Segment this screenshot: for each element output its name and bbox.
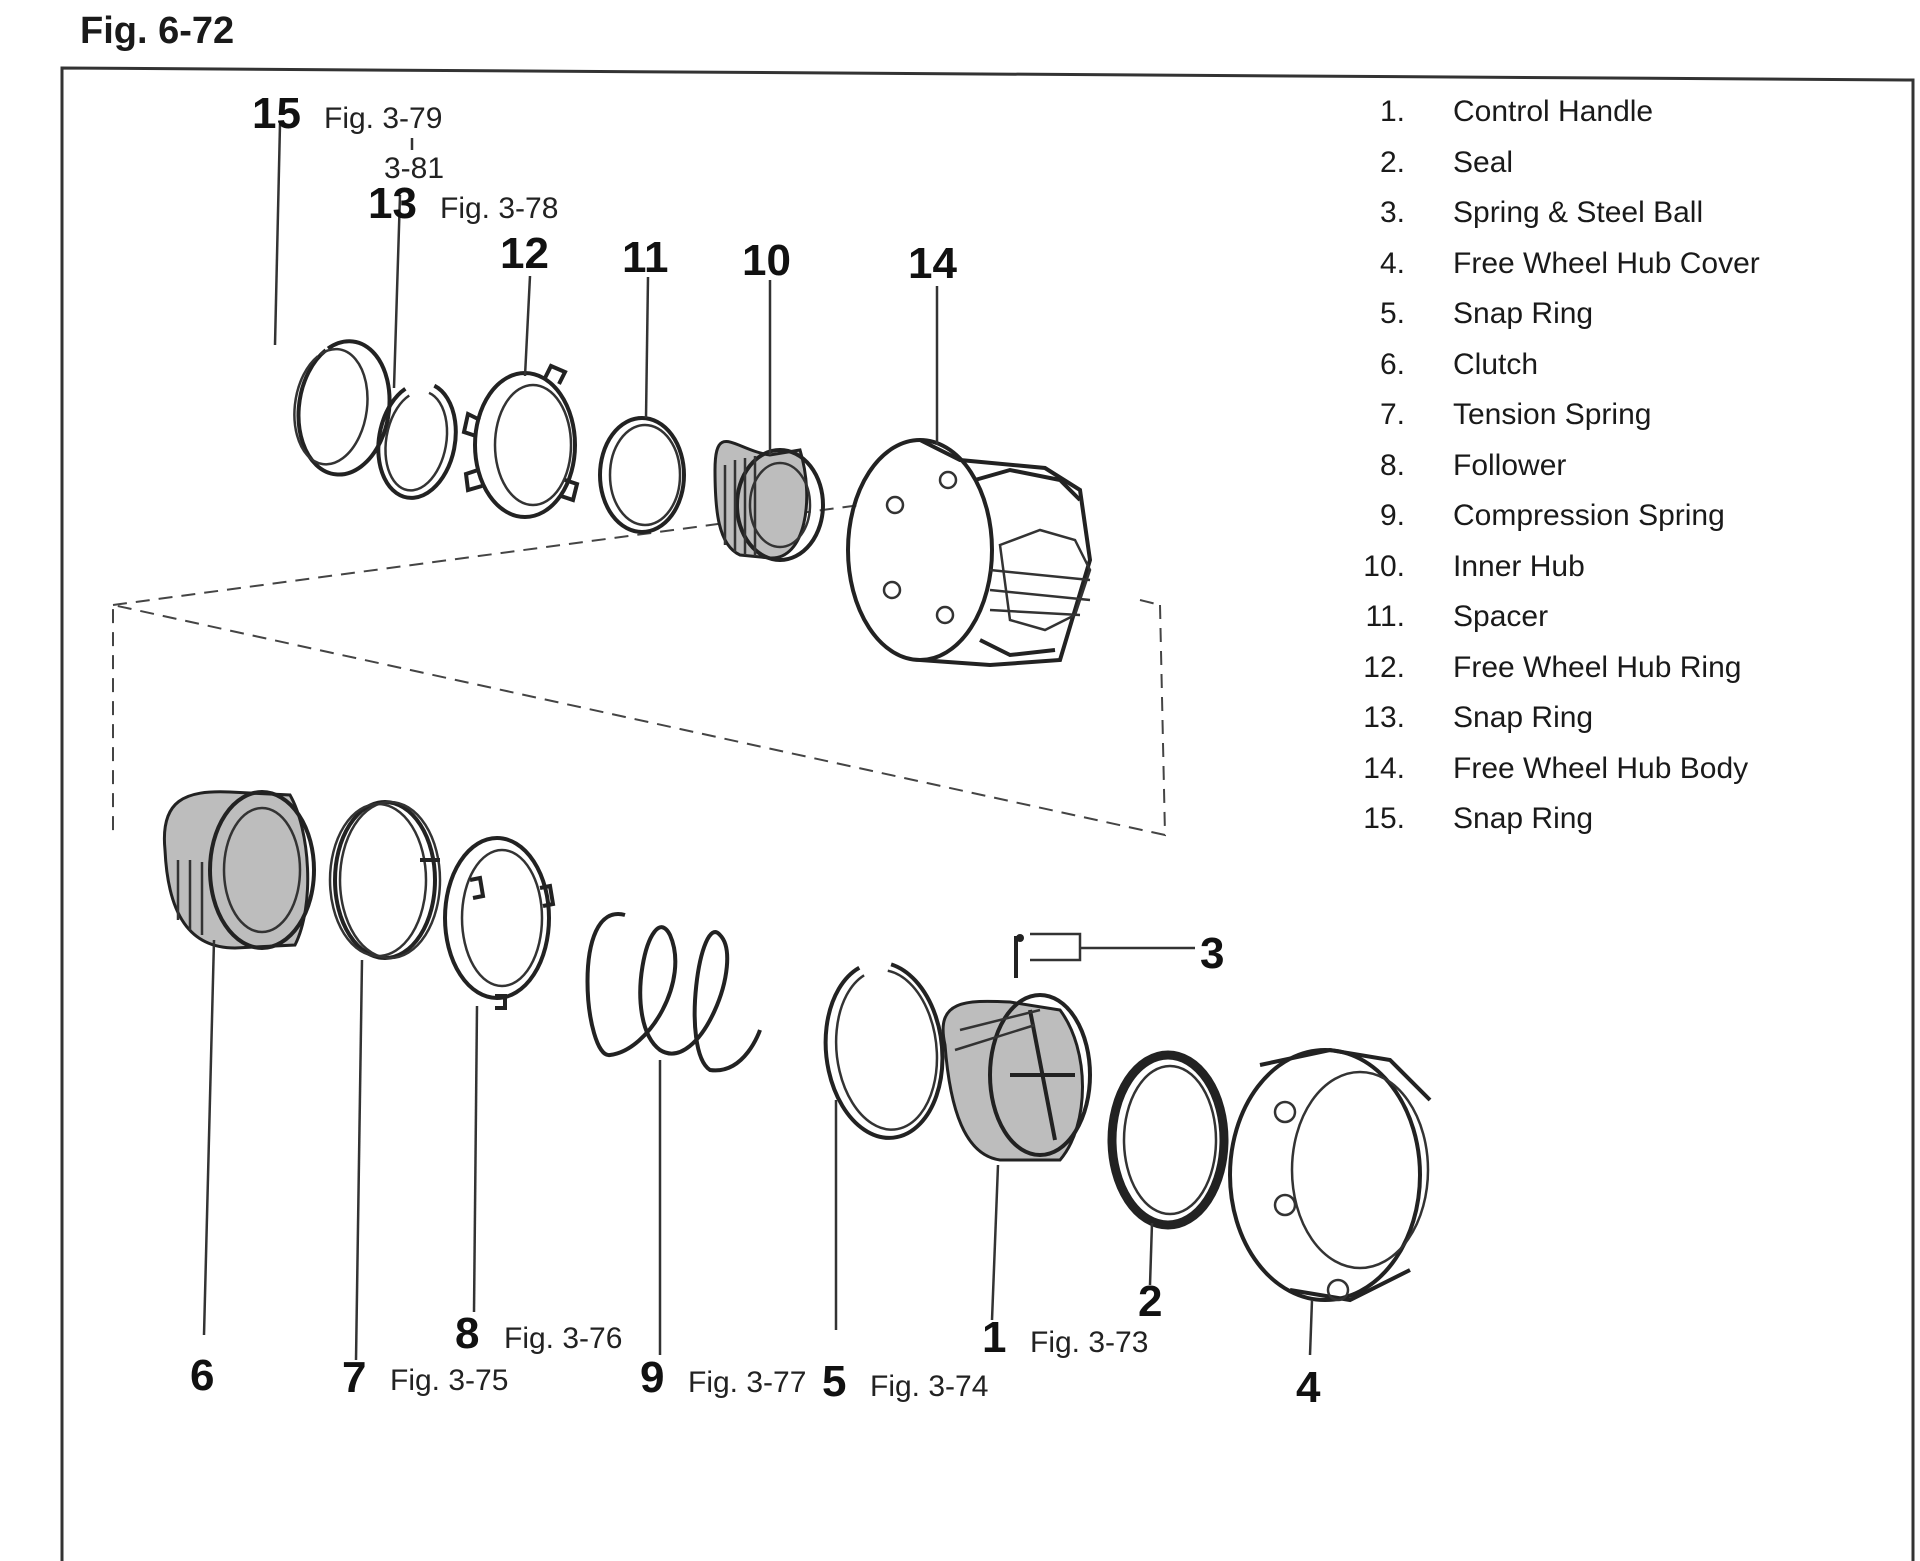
legend-item-number: 4. (1379, 246, 1405, 280)
legend-item: 3. Spring & Steel Ball (1345, 196, 1885, 247)
legend-item-name: Snap Ring (1453, 297, 1594, 330)
legend-item-name: Snap Ring (1453, 802, 1594, 835)
legend-item: 4. Free Wheel Hub Cover (1345, 247, 1885, 298)
legend-item-number: 13. (1363, 701, 1405, 734)
callout-3-number: 3 (1200, 929, 1224, 978)
compression-spring-part (585, 912, 762, 1073)
legend-item: 9. Compression Spring (1345, 499, 1885, 550)
legend-item: 15. Snap Ring (1345, 802, 1885, 853)
callout-15-ref: Fig. 3-79 (324, 102, 442, 135)
figure-frame (60, 66, 1915, 1561)
free-wheel-hub-ring-part (461, 363, 580, 519)
legend-item-number: 9. (1379, 499, 1405, 532)
legend-item: 6. Clutch (1345, 348, 1885, 399)
callout-12-number: 12 (500, 229, 549, 278)
callout-5-ref: Fig. 3-74 (870, 1370, 988, 1403)
callout-8-number: 8 (455, 1309, 479, 1358)
legend-item-number: 5. (1379, 297, 1405, 330)
legend-item-name: Free Wheel Hub Body (1453, 751, 1749, 785)
snap-ring-15-part (293, 339, 392, 477)
legend-item-name: Clutch (1453, 347, 1539, 381)
callout-7-ref: Fig. 3-75 (390, 1364, 508, 1397)
seal-part (1107, 1050, 1229, 1230)
callout-1-ref: Fig. 3-73 (1030, 1326, 1148, 1359)
legend-item-name: Free Wheel Hub Cover (1453, 246, 1760, 280)
legend-item: 11. Spacer (1345, 600, 1885, 651)
legend-item: 1. Control Handle (1345, 95, 1885, 146)
legend-item-number: 6. (1379, 347, 1405, 381)
legend-item: 8. Follower (1345, 449, 1885, 500)
legend-item-number: 1. (1379, 95, 1405, 128)
legend-item-number: 8. (1379, 448, 1405, 482)
legend-item-name: Spring & Steel Ball (1453, 196, 1704, 229)
legend-item-number: 11. (1365, 600, 1405, 633)
follower-part (443, 836, 556, 1010)
control-handle-part (941, 993, 1092, 1162)
inner-hub-part (713, 440, 825, 562)
legend-item-number: 2. (1379, 145, 1405, 179)
legend-item: 13. Snap Ring (1345, 701, 1885, 752)
snap-ring-5-part (823, 962, 945, 1140)
callout-1-number: 1 (982, 1313, 1006, 1362)
callout-15-number: 15 (252, 89, 301, 138)
legend-item-name: Free Wheel Hub Ring (1453, 650, 1742, 684)
callout-9-ref: Fig. 3-77 (688, 1366, 806, 1399)
spacer-part (598, 416, 686, 534)
callout-13-number: 13 (368, 179, 417, 228)
legend-item-name: Snap Ring (1453, 701, 1594, 734)
callout-7-number: 7 (342, 1353, 366, 1402)
legend-item-number: 10. (1363, 549, 1405, 583)
figure-title: Fig. 6-72 (80, 10, 235, 52)
callout-4-number: 4 (1296, 1363, 1321, 1412)
legend-item-name: Follower (1453, 448, 1567, 482)
callout-2-number: 2 (1138, 1277, 1162, 1326)
legend-item-name: Spacer (1453, 600, 1549, 633)
assembly-dashed-outline (112, 504, 1167, 838)
tension-spring-part (328, 800, 442, 960)
callout-10-number: 10 (742, 236, 791, 285)
legend-item: 7. Tension Spring (1345, 398, 1885, 449)
snap-ring-13-part (376, 383, 458, 500)
callout-8-ref: Fig. 3-76 (504, 1322, 622, 1355)
callout-15-ref-range: 3-81 (384, 152, 444, 185)
legend-item: 10. Inner Hub (1345, 550, 1885, 601)
legend-item-number: 3. (1379, 196, 1405, 229)
callout-11-number: 11 (622, 233, 669, 282)
callout-13-ref: Fig. 3-78 (440, 192, 558, 225)
legend-item-number: 14. (1363, 751, 1405, 785)
legend-item: 2. Seal (1345, 146, 1885, 197)
legend-item-name: Seal (1453, 145, 1514, 179)
legend-item-number: 12. (1363, 650, 1405, 684)
legend-item: 14. Free Wheel Hub Body (1345, 752, 1885, 803)
callout-6-number: 6 (190, 1351, 214, 1400)
parts-legend: 1. Control Handle 2. Seal 3. Spring & Steel B… (1345, 95, 1885, 853)
legend-item-number: 15. (1363, 802, 1405, 835)
legend-item-name: Control Handle (1453, 95, 1654, 128)
clutch-part (162, 790, 316, 950)
legend-item-name: Compression Spring (1453, 499, 1725, 532)
legend-item-name: Inner Hub (1453, 549, 1585, 583)
legend-item: 5. Snap Ring (1345, 297, 1885, 348)
legend-item-number: 7. (1379, 398, 1405, 431)
spring-and-steel-ball-part (1014, 932, 1082, 978)
free-wheel-hub-body-part (846, 438, 1093, 668)
callout-14-number: 14 (908, 239, 957, 288)
callout-9-number: 9 (640, 1353, 664, 1402)
legend-item: 12. Free Wheel Hub Ring (1345, 651, 1885, 702)
callout-5-number: 5 (822, 1357, 846, 1406)
free-wheel-hub-cover-part (1228, 1047, 1432, 1303)
legend-item-name: Tension Spring (1453, 398, 1652, 431)
